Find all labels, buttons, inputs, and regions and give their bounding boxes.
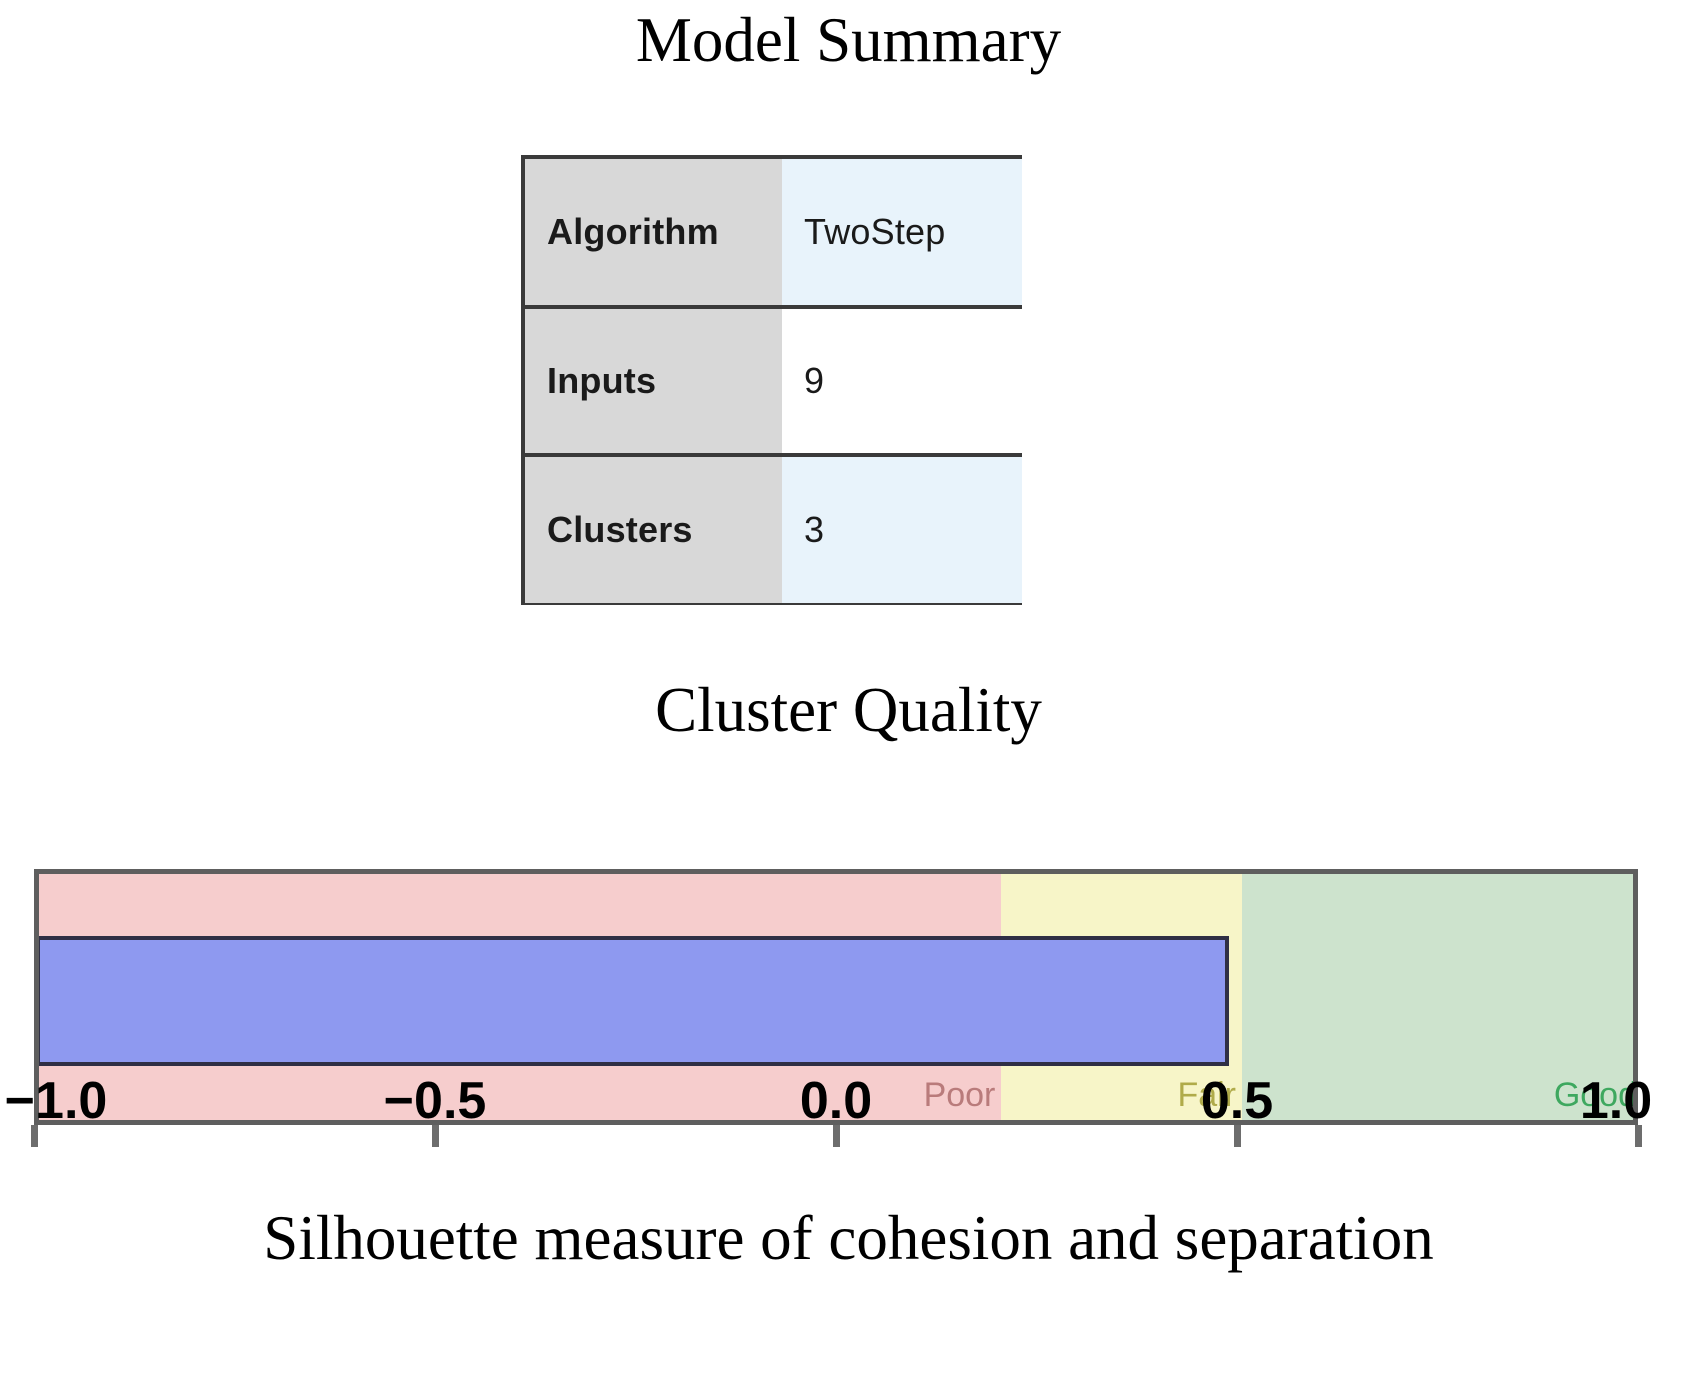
band-label-poor: Poor [923, 1076, 996, 1114]
x-axis-tick-label: 1.0 [1579, 1072, 1653, 1130]
x-axis-tick [833, 1125, 840, 1147]
x-axis-tick [1234, 1125, 1241, 1147]
x-axis-tick [31, 1125, 38, 1147]
x-axis-tick-label: −1.0 [4, 1072, 108, 1130]
x-axis-tick [432, 1125, 439, 1147]
model-summary-table: Algorithm TwoStep Inputs 9 Clusters 3 [521, 155, 1022, 605]
table-row: Algorithm TwoStep [525, 159, 1022, 307]
row-label-inputs: Inputs [525, 305, 782, 455]
x-axis-tick-label: 0.5 [1200, 1072, 1274, 1130]
row-label-algorithm: Algorithm [525, 159, 782, 307]
row-value-algorithm: TwoStep [782, 159, 1022, 307]
x-axis-tick [1635, 1125, 1642, 1147]
x-axis-caption: Silhouette measure of cohesion and separ… [263, 1203, 1434, 1273]
x-axis-tick-label: −0.5 [383, 1072, 487, 1130]
silhouette-plot-frame: Poor Fair Good [34, 869, 1638, 1125]
row-value-clusters: 3 [782, 453, 1022, 603]
row-label-clusters: Clusters [525, 453, 782, 603]
model-summary-title: Model Summary [635, 5, 1062, 75]
row-value-inputs: 9 [782, 305, 1022, 455]
quality-band-good [1242, 874, 1633, 1120]
x-axis-tick-label: 0.0 [799, 1072, 873, 1130]
cluster-quality-chart: Poor Fair Good −1.0 −0.5 0.0 0.5 1.0 [0, 780, 1697, 1200]
table-row: Inputs 9 [525, 305, 1022, 455]
silhouette-measure-bar [39, 936, 1229, 1066]
band-label-good: Good [1553, 1076, 1637, 1114]
cluster-quality-title: Cluster Quality [655, 675, 1042, 745]
band-label-fair: Fair [1177, 1076, 1236, 1114]
table-row: Clusters 3 [525, 453, 1022, 603]
